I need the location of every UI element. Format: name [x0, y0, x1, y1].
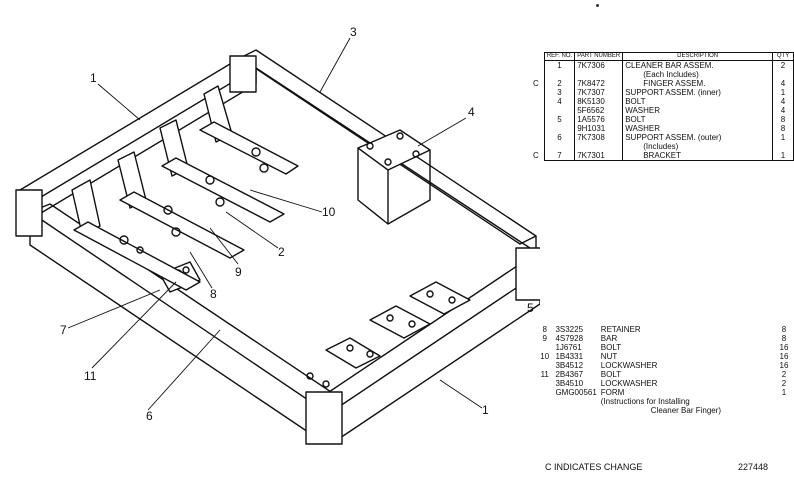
change-note: C INDICATES CHANGE [545, 462, 643, 472]
callout-3: 3 [350, 25, 357, 39]
cleaner-fingers-left [71, 85, 299, 291]
callout-9: 9 [235, 265, 242, 279]
header-qty: QTY [772, 52, 794, 61]
table-row: Cleaner Bar Finger) [650, 406, 722, 415]
table-row: (Each Includes) [528, 70, 794, 79]
callout-11: 11 [84, 369, 97, 383]
callout-6: 6 [146, 409, 153, 423]
exploded-view-drawing: 1 3 4 10 2 9 8 5 7 11 6 1 [15, 25, 540, 445]
callout-4: 4 [468, 105, 475, 119]
corner-block-back [229, 55, 257, 93]
corner-block-left [15, 189, 43, 237]
callout-8: 8 [210, 287, 217, 301]
corner-block-front [305, 391, 343, 445]
callout-5: 5 [527, 301, 534, 315]
cleaner-fingers-right [306, 281, 471, 388]
callout-7: 7 [60, 323, 67, 337]
callout-1a: 1 [90, 71, 97, 85]
callout-10: 10 [322, 205, 336, 219]
callout-1b: 1 [482, 403, 489, 417]
bracket-box [357, 129, 431, 171]
header-part-number: PART NUMBER [574, 52, 624, 61]
table-row: (Instructions for Installing [600, 397, 690, 406]
parts-table-header: REF. NO. PART NUMBER DESCRIPTION QTY [528, 52, 794, 61]
table-row: (Includes) [528, 142, 794, 151]
header-description: DESCRIPTION [622, 52, 774, 61]
speck [596, 4, 599, 7]
header-ref: REF. NO. [543, 52, 576, 61]
callout-2: 2 [278, 245, 285, 259]
drawing-number: 227448 [738, 462, 769, 472]
corner-block-right [515, 247, 540, 301]
